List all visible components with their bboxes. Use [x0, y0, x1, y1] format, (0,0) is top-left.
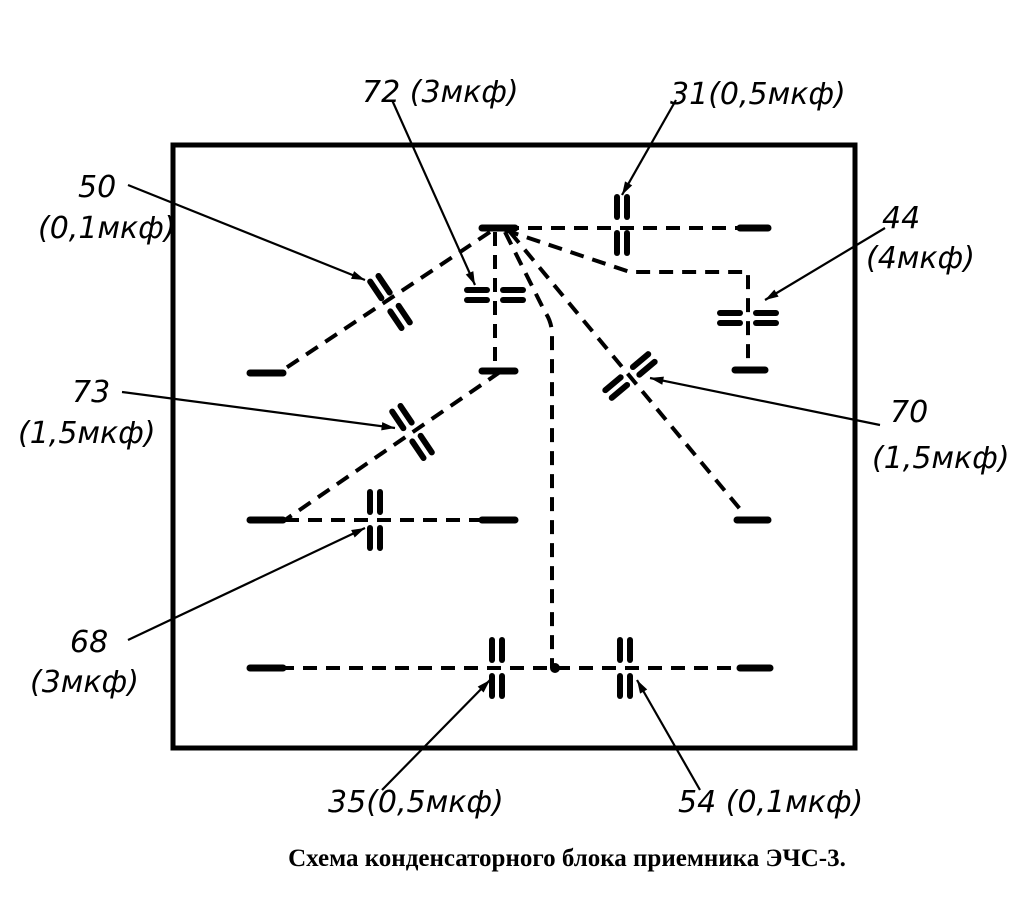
capacitor-plate [636, 358, 658, 378]
arrowhead-icon [351, 271, 365, 280]
label-50-value: (0,1мкф) [38, 211, 176, 246]
capacitor-73 [389, 402, 435, 462]
arrowhead-icon [477, 680, 490, 693]
label-31: 31(0,5мкф) [670, 77, 846, 112]
capacitor-68 [367, 489, 383, 551]
capacitor-plate [397, 402, 415, 426]
label-68-id: 68 [70, 625, 108, 660]
capacitor-plate [395, 302, 413, 326]
capacitor-plate [387, 308, 405, 332]
diagram-caption: Схема конденсаторного блока приемника ЭЧ… [288, 845, 846, 872]
capacitor-plate [367, 278, 385, 302]
arrowhead-icon [465, 271, 475, 285]
capacitor-plate [417, 432, 435, 456]
capacitor-plate [629, 351, 652, 371]
label-70-id: 70 [890, 395, 928, 430]
capacitor-31 [614, 194, 630, 256]
arrowhead-icon [351, 528, 365, 538]
capacitor-50 [367, 272, 413, 332]
labels: 72 (3мкф) 31(0,5мкф) 50 (0,1мкф) 44 (4мк… [18, 75, 1010, 872]
arrowhead-icon [637, 680, 648, 694]
label-44-id: 44 [882, 201, 920, 236]
capacitor-plate [608, 381, 631, 401]
label-70-value: (1,5мкф) [872, 441, 1010, 476]
label-73-id: 73 [72, 375, 110, 410]
wires [278, 226, 760, 670]
capacitor-35 [489, 637, 505, 699]
capacitor-plate [389, 408, 407, 432]
capacitor-44 [717, 310, 779, 326]
arrowheads [351, 181, 779, 694]
label-73-value: (1,5мкф) [18, 416, 156, 451]
arrowhead-icon [765, 289, 779, 300]
terminals [246, 224, 774, 673]
capacitor-plate [375, 272, 393, 296]
label-50-id: 50 [78, 170, 116, 205]
capacitor-70 [602, 351, 658, 401]
label-44-value: (4мкф) [866, 241, 975, 276]
pointer-arrows [121, 99, 886, 791]
label-72: 72 (3мкф) [362, 75, 519, 110]
arrowhead-icon [622, 181, 633, 195]
capacitor-72 [464, 287, 526, 303]
capacitor-plate [409, 438, 427, 462]
label-35: 35(0,5мкф) [328, 785, 504, 820]
label-54: 54 (0,1мкф) [678, 785, 863, 820]
block-outline [170, 142, 858, 751]
capacitor-54 [617, 637, 633, 699]
label-68-value: (3мкф) [30, 665, 139, 700]
arrowhead-icon [381, 422, 395, 431]
capacitor-plate [602, 374, 624, 394]
arrowhead-icon [650, 376, 664, 385]
